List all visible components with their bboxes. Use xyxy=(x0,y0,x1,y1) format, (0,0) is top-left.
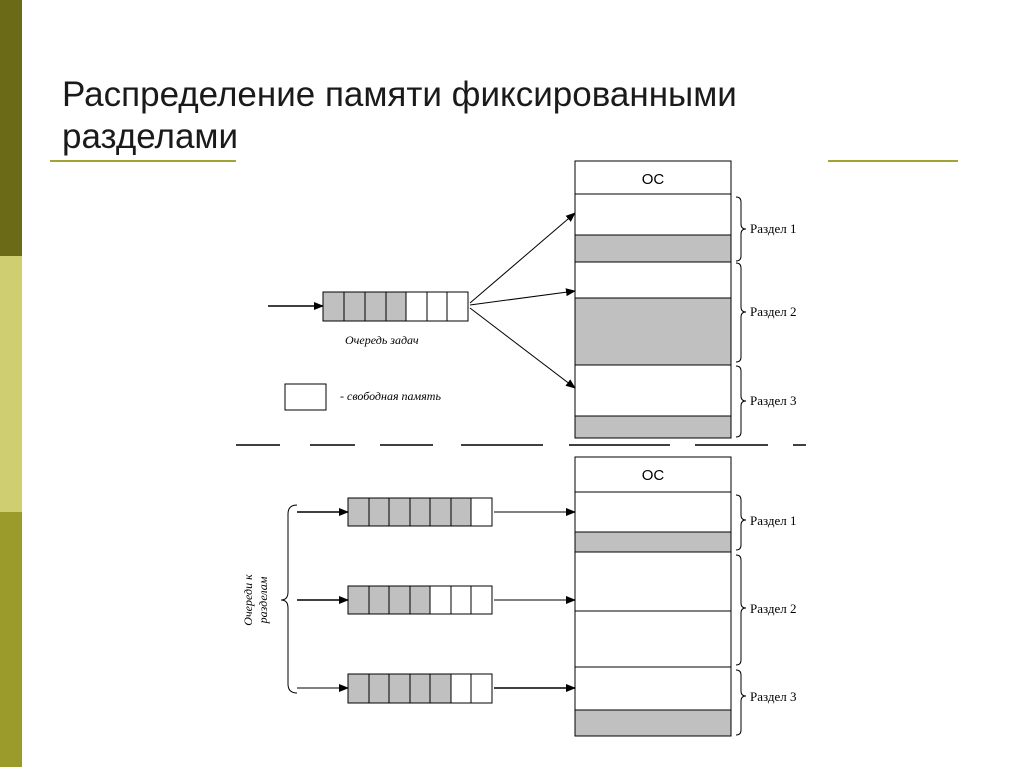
queue-1-cell xyxy=(450,497,472,527)
bottom-partition-2-label: Раздел 2 xyxy=(750,601,797,616)
bottom-partition-braces xyxy=(735,494,747,736)
top-partition-2-label: Раздел 2 xyxy=(750,304,797,319)
queue-3-cell xyxy=(429,673,452,704)
top-partition-1-label: Раздел 1 xyxy=(750,221,797,236)
queue-3-cell xyxy=(409,673,431,704)
queues-caption-line1: Очереди к xyxy=(241,574,255,626)
sidebar-segment-middle xyxy=(0,256,22,512)
queue-3-cell xyxy=(470,673,493,704)
queue-1-cell xyxy=(368,497,390,527)
top-partition-1-free xyxy=(574,193,732,236)
bottom-partition-1-free xyxy=(574,491,732,533)
top-arrow-to-partition-2 xyxy=(469,288,576,306)
queue-1-cell xyxy=(347,497,370,527)
queues-brace xyxy=(280,504,298,694)
queue-1-cell xyxy=(470,497,493,527)
queue-2-cell xyxy=(450,585,472,615)
top-brace-1 xyxy=(735,196,747,262)
top-partition-2-used xyxy=(574,297,732,366)
bottom-brace-2 xyxy=(735,554,747,666)
title-underline-left xyxy=(50,160,236,162)
queue-2-cell xyxy=(347,585,370,615)
top-memory-column: ОС xyxy=(574,160,732,439)
queue-3-cell xyxy=(368,673,390,704)
title-underline-right xyxy=(828,160,958,162)
queue-2-cell xyxy=(429,585,452,615)
top-queue-cell xyxy=(343,291,366,322)
slide-title: Распределение памяти фиксированными разд… xyxy=(62,75,737,156)
legend-free-memory-text: - свободная память xyxy=(340,389,441,403)
top-task-queue xyxy=(322,291,469,322)
queue-2-cell xyxy=(388,585,411,615)
sidebar-segment-top xyxy=(0,0,22,256)
bottom-memory-column: ОС xyxy=(574,456,732,737)
partition-3-queue xyxy=(347,673,493,704)
bottom-partition-3-label: Раздел 3 xyxy=(750,689,797,704)
top-partition-2-free xyxy=(574,261,732,299)
top-brace-3 xyxy=(735,365,747,438)
legend-free-memory-swatch xyxy=(284,383,327,411)
bottom-brace-1 xyxy=(735,494,747,551)
queue-2-cell xyxy=(470,585,493,615)
top-queue-cell xyxy=(322,291,345,322)
top-queue-cell xyxy=(426,291,448,322)
top-partition-1-used xyxy=(574,234,732,263)
queue-1-cell xyxy=(409,497,431,527)
bottom-partition-3-free xyxy=(574,666,732,711)
sidebar-decoration xyxy=(0,0,22,767)
bottom-partition-2-free-a xyxy=(574,551,732,612)
bottom-os-label: ОС xyxy=(642,467,665,484)
bottom-partition-2-free-b xyxy=(574,610,732,668)
top-queue-cell xyxy=(446,291,469,322)
queue-1-cell xyxy=(388,497,411,527)
queue-2-cell xyxy=(368,585,390,615)
top-partition-3-label: Раздел 3 xyxy=(750,393,797,408)
top-os-label: ОС xyxy=(642,171,665,188)
top-queue-cell xyxy=(385,291,407,322)
queue-2-cell xyxy=(409,585,431,615)
top-queue-cell xyxy=(405,291,428,322)
top-os-block xyxy=(574,160,732,195)
top-partition-3-free xyxy=(574,364,732,417)
bottom-partition-3-used xyxy=(574,709,732,737)
queue-3-cell xyxy=(450,673,472,704)
top-queue-cell xyxy=(364,291,387,322)
partition-1-queue xyxy=(347,497,493,527)
bottom-partition-1-label: Раздел 1 xyxy=(750,513,797,528)
top-queue-caption: Очередь задач xyxy=(345,333,419,347)
bottom-partition-1-used xyxy=(574,531,732,553)
top-arrow-to-partition-3 xyxy=(469,307,576,389)
sidebar-segment-bottom xyxy=(0,512,22,767)
queue-3-cell xyxy=(347,673,370,704)
top-partition-braces xyxy=(735,196,747,438)
queue-3-cell xyxy=(388,673,411,704)
partition-2-queue xyxy=(347,585,493,615)
top-queue-arrows xyxy=(469,212,576,389)
top-partition-3-used xyxy=(574,415,732,439)
top-arrow-to-partition-1 xyxy=(469,212,576,304)
queue-1-cell xyxy=(429,497,452,527)
queues-caption-line2: разделам xyxy=(256,576,270,624)
bottom-brace-3 xyxy=(735,669,747,736)
top-brace-2 xyxy=(735,262,747,363)
bottom-os-block xyxy=(574,456,732,493)
